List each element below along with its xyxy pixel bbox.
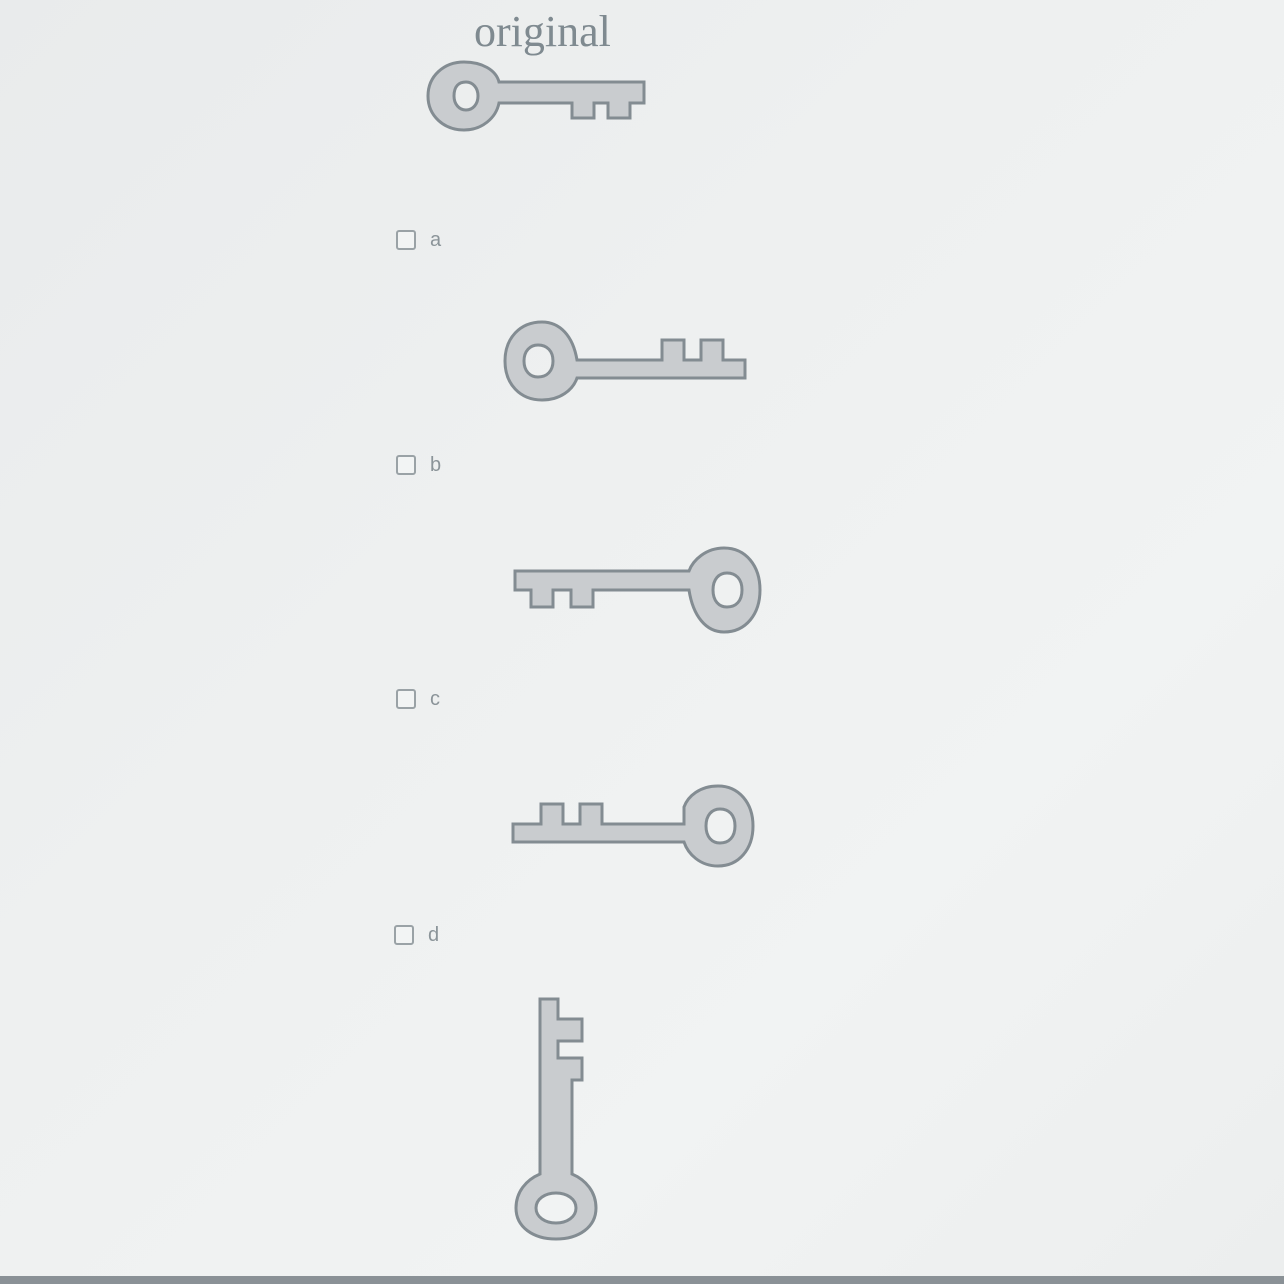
option-a-key-icon [503,320,747,402]
option-a[interactable]: a [396,230,441,250]
option-b-label: b [430,454,442,476]
option-c-checkbox[interactable] [396,689,416,709]
option-d-checkbox[interactable] [394,925,414,945]
option-c-label: c [430,688,440,710]
option-b-key-icon [513,546,762,634]
original-key-icon [426,60,646,132]
option-d-key-icon [514,997,598,1241]
option-a-checkbox[interactable] [396,230,416,250]
option-d[interactable]: d [394,925,439,945]
option-d-label: d [428,924,440,946]
option-c[interactable]: c [396,689,440,709]
bottom-bezel [0,1276,1284,1284]
option-a-label: a [430,229,442,251]
option-c-key-icon [511,784,755,868]
option-b[interactable]: b [396,455,441,475]
page-title: original [474,7,611,56]
option-b-checkbox[interactable] [396,455,416,475]
